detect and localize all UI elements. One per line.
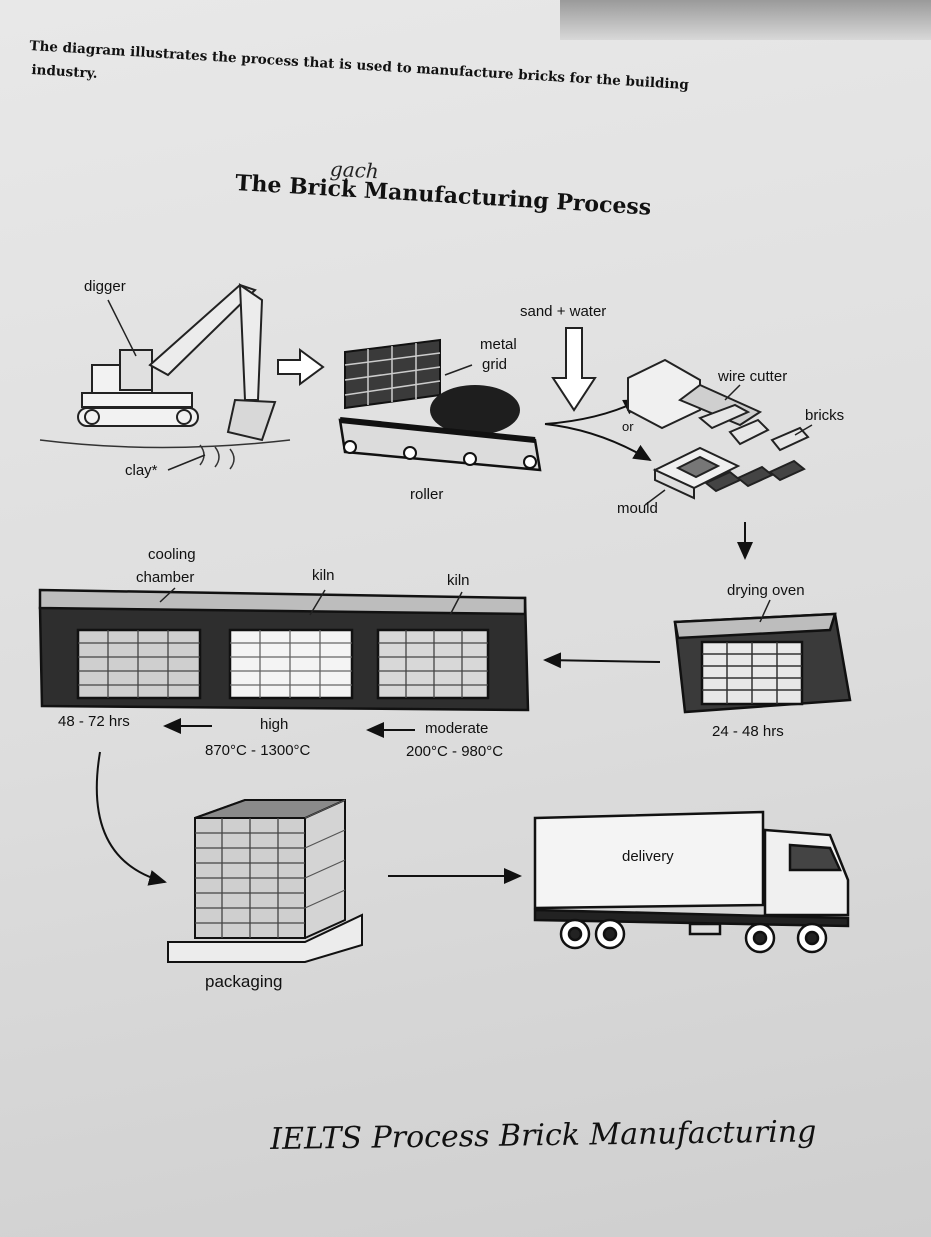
metal-grid-conveyor [338, 338, 542, 472]
delivery-truck-illustration [533, 810, 850, 954]
page-shadow [560, 0, 931, 40]
ground-line [39, 439, 291, 449]
label-metal: metal [480, 336, 517, 353]
label-moderate: moderate [425, 720, 489, 737]
label-cooling: cooling [148, 546, 196, 563]
metal-grid-pointer [444, 364, 473, 376]
label-wire-cutter: wire cutter [718, 368, 788, 385]
label-grid: grid [482, 356, 508, 373]
kiln-high-pointer [309, 589, 326, 616]
label-cooling-time: 48 - 72 hrs [58, 713, 130, 730]
packaging-illustration [167, 799, 363, 963]
digger-illustration [77, 283, 277, 442]
bricks-pointer [794, 424, 813, 436]
label-roller: roller [410, 486, 444, 503]
mould-arrow [544, 423, 652, 462]
to-packaging-arrow [95, 751, 167, 886]
label-chamber: chamber [136, 569, 195, 586]
label-high: high [260, 716, 289, 733]
mould-illustration [652, 446, 806, 500]
kiln-tunnel-illustration [38, 588, 530, 712]
label-drying-oven: drying oven [727, 582, 805, 599]
drying-oven-illustration [673, 612, 852, 714]
clay-marks [199, 444, 235, 470]
sand-water-arrow-icon [551, 327, 597, 412]
digger-pointer [107, 299, 137, 357]
oven-pointer [759, 599, 771, 623]
label-kiln-moderate: kiln [447, 572, 470, 589]
kiln-moderate-pointer [449, 591, 463, 616]
label-high-temp: 870°C - 1300°C [205, 742, 311, 759]
label-mould: mould [617, 500, 658, 517]
label-delivery: delivery [622, 848, 674, 865]
label-kiln-high: kiln [312, 567, 335, 584]
cooling-pointer [159, 587, 176, 603]
label-moderate-temp: 200°C - 980°C [406, 743, 504, 760]
label-clay: clay* [125, 462, 158, 479]
label-or: or [622, 419, 634, 434]
label-sand-water: sand + water [520, 303, 607, 320]
oven-to-kiln-arrow [543, 652, 661, 669]
label-drying-time: 24 - 48 hrs [712, 723, 784, 740]
wire-cutter-pointer [724, 384, 741, 401]
mould-pointer [644, 489, 666, 506]
label-digger: digger [84, 278, 126, 295]
label-bricks: bricks [805, 407, 845, 424]
hollow-arrow-icon [277, 348, 325, 386]
label-packaging: packaging [205, 972, 283, 991]
clay-pointer [167, 454, 206, 471]
